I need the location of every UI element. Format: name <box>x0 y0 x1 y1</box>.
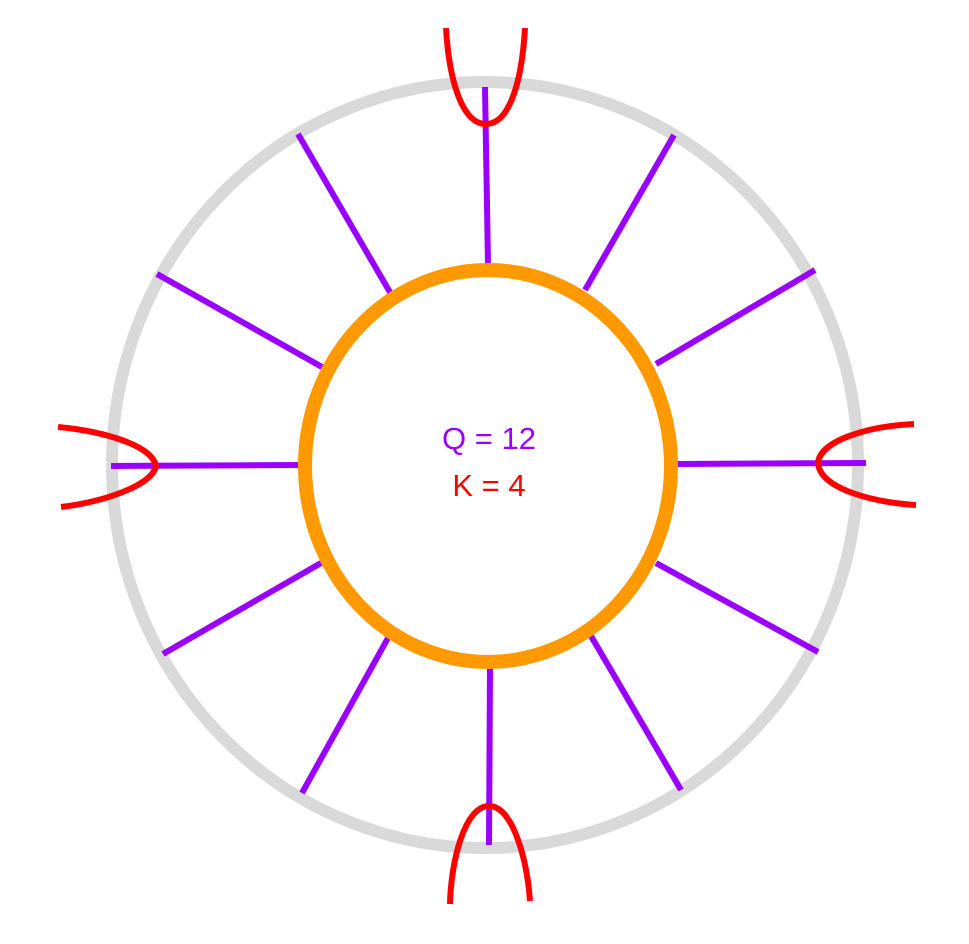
spoke <box>676 460 867 467</box>
spoke <box>299 636 391 795</box>
cap-right <box>814 421 917 508</box>
caps <box>57 27 917 905</box>
spoke <box>295 132 394 296</box>
spoke <box>110 462 299 469</box>
spoke <box>486 667 493 846</box>
spoke <box>588 634 684 792</box>
spoke <box>161 560 323 657</box>
spoke <box>654 267 817 367</box>
q-label: Q = 12 <box>442 421 536 456</box>
cap-top <box>443 27 528 128</box>
spoke <box>654 560 820 655</box>
cap-bottom <box>447 802 533 905</box>
k-label: K = 4 <box>452 468 525 503</box>
spokes <box>110 86 867 846</box>
spoke <box>155 271 324 370</box>
cap-left <box>57 424 160 510</box>
inner-ring <box>298 263 678 669</box>
spoke <box>582 133 677 292</box>
spoke <box>482 86 491 266</box>
